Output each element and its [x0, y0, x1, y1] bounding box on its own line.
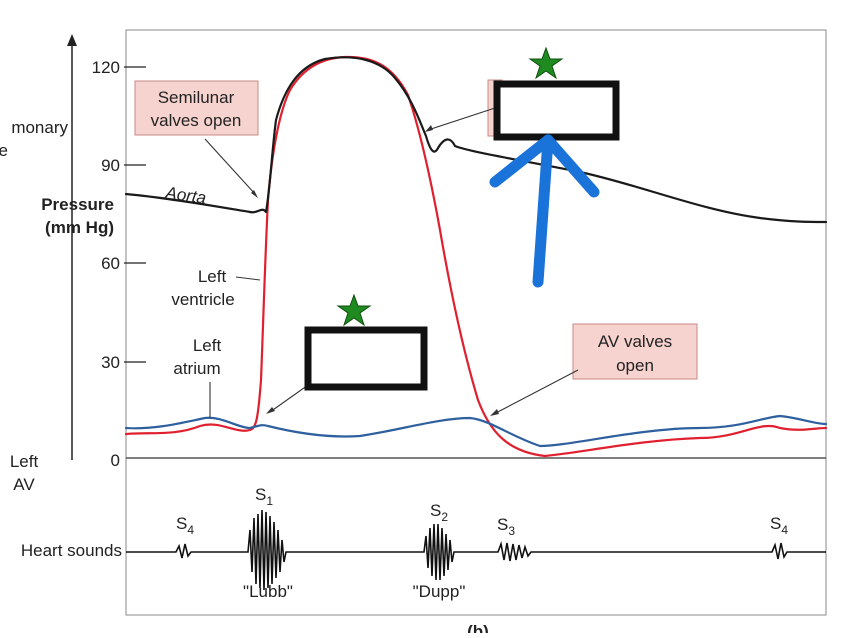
tick-label-0: 0 [111, 451, 120, 470]
s4-first-label: S4 [176, 514, 194, 537]
lubb-label: "Lubb" [243, 582, 293, 601]
s2-label: S2 [430, 501, 448, 524]
av-callout-line2: open [616, 356, 654, 375]
aorta-curve [124, 56, 828, 224]
av-pointer-head [490, 409, 499, 416]
lower-blank-pointer-head [266, 407, 275, 414]
left-atrium-curve [124, 414, 828, 448]
semilunar-callout-pointer [204, 138, 257, 196]
left-ventricle-curve [124, 55, 828, 458]
blank-answer-box-lower[interactable] [304, 326, 428, 391]
panel-letter: (b) [467, 622, 489, 633]
left-ventricle-label-line1: Left [198, 267, 227, 286]
star-icon [336, 293, 372, 327]
semilunar-callout-line1: Semilunar [158, 88, 235, 107]
s1-label: S1 [255, 485, 273, 508]
semilunar-valves-open-callout: Semilunar valves open [134, 80, 259, 198]
tick-label-120: 120 [92, 58, 120, 77]
tick-label-60: 60 [101, 254, 120, 273]
dupp-label: "Dupp" [413, 582, 466, 601]
left-atrium-label-line2: atrium [173, 359, 220, 378]
left-ventricle-label-line2: ventricle [171, 290, 234, 309]
heart-sounds-trace [126, 509, 826, 591]
star-icon [528, 46, 564, 80]
s4-last-label: S4 [770, 514, 788, 537]
av-valves-open-callout: AV valves open [490, 323, 698, 416]
av-callout-box [572, 323, 698, 380]
y-axis-arrowhead [67, 34, 77, 46]
axis-title-line2: (mm Hg) [45, 218, 114, 237]
left-ventricle-leader [235, 276, 261, 281]
axis-title-line1: Pressure [41, 195, 114, 214]
tick-label-30: 30 [101, 353, 120, 372]
panel-frame [125, 29, 827, 616]
left-av-label-line2: AV [13, 475, 35, 494]
pulmonary-label-partial: monary [11, 118, 68, 137]
up-arrow-icon [489, 134, 600, 288]
left-av-label-line1: Left [10, 452, 39, 471]
pulmonary-label-partial-2: e [0, 141, 8, 160]
aorta-label: Aorta [163, 183, 207, 208]
hidden-callout-pointer [427, 107, 496, 131]
tick-label-90: 90 [101, 156, 120, 175]
left-atrium-label-line1: Left [193, 336, 222, 355]
semilunar-callout-line2: valves open [151, 111, 242, 130]
s3-label: S3 [497, 515, 515, 538]
av-callout-pointer [493, 369, 579, 415]
blank-answer-box-upper[interactable] [493, 80, 620, 141]
hidden-callout-pointer-head [425, 125, 433, 132]
y-axis: 120 90 60 30 0 Pressure (mm Hg) [41, 34, 146, 470]
semilunar-callout-box [134, 80, 259, 136]
heart-sounds-label: Heart sounds [21, 541, 122, 560]
semilunar-pointer-head [251, 190, 258, 198]
av-callout-line1: AV valves [598, 332, 672, 351]
